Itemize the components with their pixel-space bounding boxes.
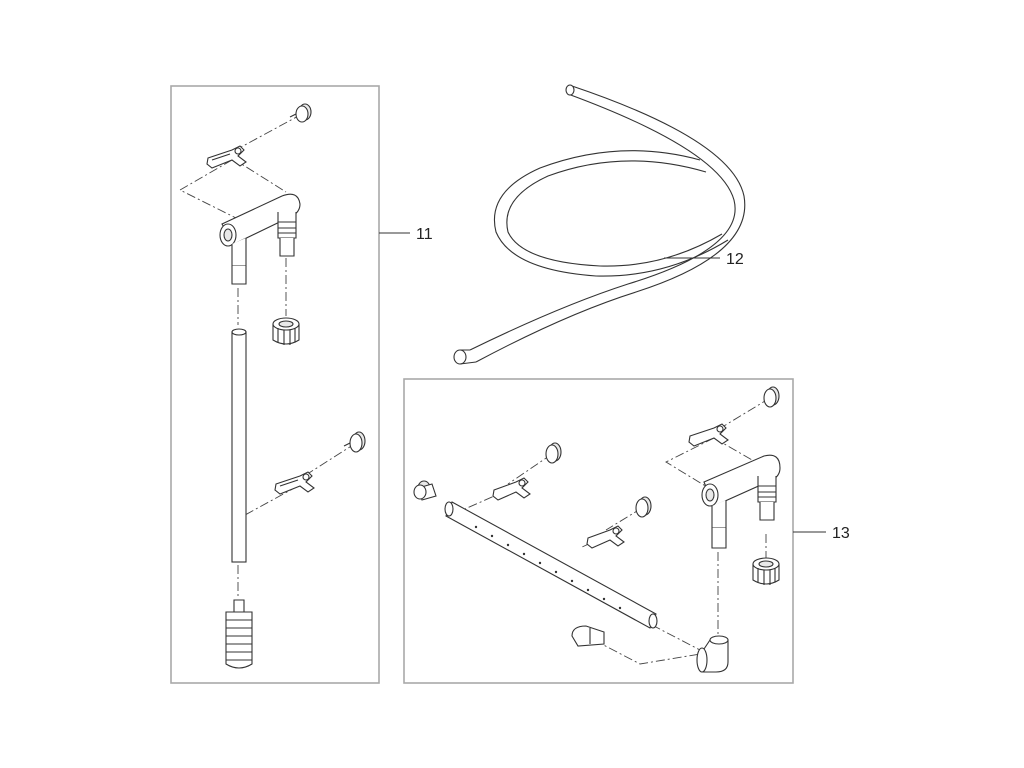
suction-cup-icon xyxy=(763,386,780,408)
intake-kit-frame xyxy=(170,85,380,684)
intake-elbow-icon xyxy=(219,193,301,285)
pipe-clip-icon xyxy=(492,477,531,501)
union-nut-icon xyxy=(272,317,300,345)
suction-cup-icon xyxy=(343,431,366,453)
suction-cup-icon xyxy=(545,442,562,464)
bar-cap-icon xyxy=(571,625,605,647)
callout-label: 11 xyxy=(416,226,433,243)
outlet-kit-panel: 13 xyxy=(403,378,850,684)
outlet-elbow-icon xyxy=(701,454,781,549)
pipe-clip-icon xyxy=(274,471,315,495)
union-nut-icon xyxy=(752,557,780,585)
coiled-hose-icon xyxy=(453,84,746,365)
intake-tube-icon xyxy=(231,328,247,563)
intake-kit-panel: 11 xyxy=(170,85,433,684)
pipe-clip-icon xyxy=(688,423,729,447)
suction-cup-icon xyxy=(289,103,312,123)
suction-cup-icon xyxy=(635,496,652,518)
callout-label: 12 xyxy=(726,251,744,268)
hose-part: 12 xyxy=(453,84,746,365)
angle-connector-icon xyxy=(696,635,729,673)
callout-label: 13 xyxy=(832,525,850,542)
pipe-clip-icon xyxy=(586,525,625,549)
spray-bar-icon xyxy=(444,501,658,629)
end-cap-icon xyxy=(413,480,437,501)
pipe-clip-icon xyxy=(206,145,247,169)
intake-strainer-icon xyxy=(225,599,253,669)
